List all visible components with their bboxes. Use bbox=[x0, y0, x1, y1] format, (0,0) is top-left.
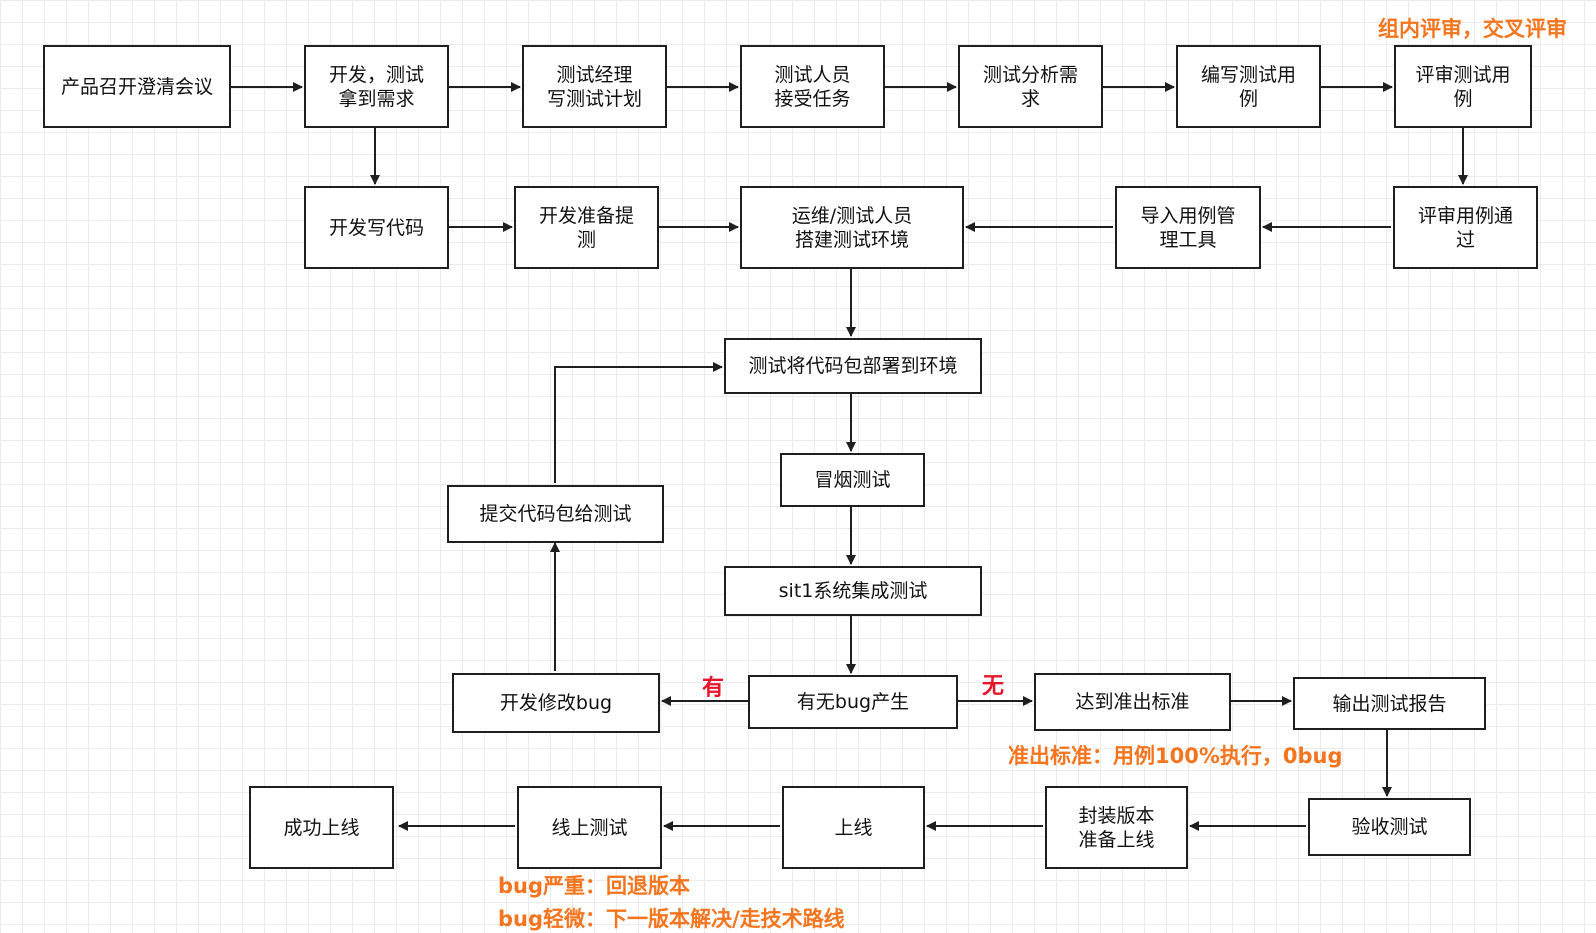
note-exit-criteria: 准出标准：用例100%执行，0bug bbox=[1008, 744, 1343, 768]
node-deploy-package: 测试将代码包部署到环境 bbox=[724, 338, 982, 394]
node-submit-package-to-test: 提交代码包给测试 bbox=[447, 485, 664, 543]
node-smoke-test: 冒烟测试 bbox=[780, 453, 925, 507]
node-write-test-cases: 编写测试用 例 bbox=[1176, 45, 1321, 128]
node-product-clarification-meeting: 产品召开澄清会议 bbox=[43, 45, 231, 128]
edge-label-has-bug: 有 bbox=[702, 676, 725, 701]
node-online-test: 线上测试 bbox=[517, 786, 662, 869]
node-bug-decision: 有无bug产生 bbox=[748, 675, 958, 729]
node-acceptance-test: 验收测试 bbox=[1308, 798, 1471, 856]
note-bug-minor: bug轻微：下一版本解决/走技术路线 bbox=[498, 907, 845, 931]
node-setup-test-env: 运维/测试人员 搭建测试环境 bbox=[740, 186, 964, 269]
node-import-case-tool: 导入用例管 理工具 bbox=[1115, 186, 1261, 269]
note-bug-severe: bug严重：回退版本 bbox=[498, 874, 691, 898]
node-sit1-integration-test: sit1系统集成测试 bbox=[724, 566, 982, 616]
node-case-review-passed: 评审用例通 过 bbox=[1393, 186, 1538, 269]
node-review-test-cases: 评审测试用 例 bbox=[1394, 45, 1532, 128]
node-successful-launch: 成功上线 bbox=[249, 786, 394, 869]
node-test-analyze-requirements: 测试分析需 求 bbox=[958, 45, 1103, 128]
edge-n18-n13 bbox=[554, 362, 723, 483]
node-dev-prepare-submit: 开发准备提 测 bbox=[514, 186, 659, 269]
node-meet-exit-criteria: 达到准出标准 bbox=[1034, 673, 1231, 731]
node-go-live: 上线 bbox=[782, 786, 925, 869]
node-package-version: 封装版本 准备上线 bbox=[1045, 786, 1188, 869]
edge-label-no-bug: 无 bbox=[982, 674, 1005, 699]
note-review: 组内评审，交叉评审 bbox=[1378, 17, 1567, 41]
node-tester-accept-task: 测试人员 接受任务 bbox=[740, 45, 885, 128]
node-dev-test-get-requirements: 开发，测试 拿到需求 bbox=[304, 45, 449, 128]
node-dev-write-code: 开发写代码 bbox=[304, 186, 449, 269]
node-test-manager-write-plan: 测试经理 写测试计划 bbox=[522, 45, 667, 128]
node-dev-fix-bug: 开发修改bug bbox=[452, 673, 660, 733]
node-output-test-report: 输出测试报告 bbox=[1293, 677, 1486, 730]
